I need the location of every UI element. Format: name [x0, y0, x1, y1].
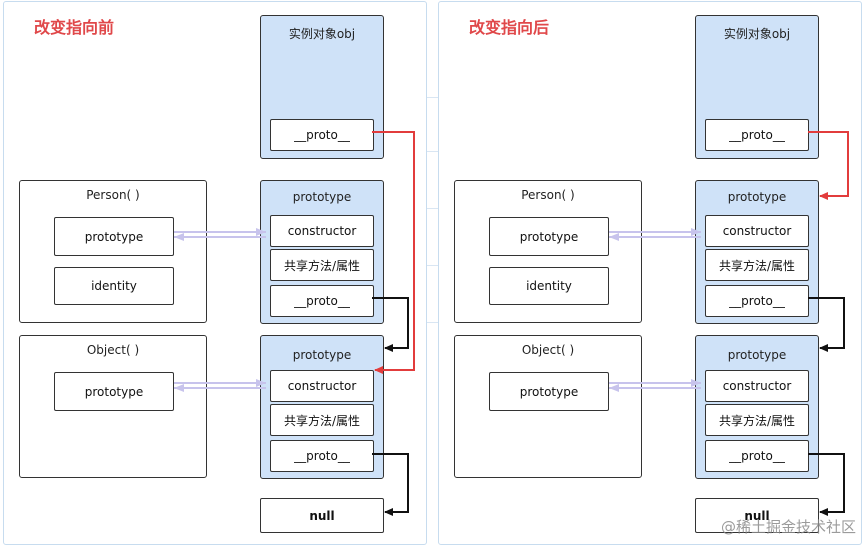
before-object-box: Object( ) prototype: [19, 335, 207, 478]
panel-separator-stub: [427, 151, 438, 152]
after-object-prototype-cell: prototype: [489, 372, 609, 411]
after-object-prototype-title: prototype: [727, 348, 787, 362]
before-op-shared-cell: 共享方法/属性: [270, 404, 374, 436]
before-pp-shared-cell: 共享方法/属性: [270, 249, 374, 281]
after-person-identity-cell: identity: [489, 267, 609, 305]
before-person-title: Person( ): [86, 188, 140, 202]
after-title: 改变指向后: [469, 18, 550, 37]
after-op-proto-cell: __proto__: [705, 440, 809, 472]
before-person-prototype-cell: prototype: [54, 217, 174, 256]
after-object-prototype-box: prototype constructor 共享方法/属性 __proto__: [695, 335, 819, 479]
before-person-prototype-box: prototype constructor 共享方法/属性 __proto__: [260, 180, 384, 324]
before-person-prototype-title: prototype: [292, 190, 352, 204]
before-title: 改变指向前: [34, 18, 115, 37]
after-person-prototype-title: prototype: [727, 190, 787, 204]
before-obj-box: 实例对象obj __proto__: [260, 15, 384, 159]
after-person-box: Person( ) prototype identity: [454, 180, 642, 323]
before-panel: 改变指向前 实例对象obj __proto__ Person( ) protot…: [3, 1, 427, 545]
after-op-shared-cell: 共享方法/属性: [705, 404, 809, 436]
after-null-box: null: [695, 498, 819, 533]
after-obj-box: 实例对象obj __proto__: [695, 15, 819, 159]
panel-separator-stub: [427, 265, 438, 266]
after-pp-shared-cell: 共享方法/属性: [705, 249, 809, 281]
panel-separator-stub: [427, 322, 438, 323]
before-object-prototype-cell: prototype: [54, 372, 174, 411]
before-op-constructor-cell: constructor: [270, 370, 374, 402]
after-panel: 改变指向后 实例对象obj __proto__ Person( ) protot…: [438, 1, 862, 545]
before-person-box: Person( ) prototype identity: [19, 180, 207, 323]
before-pp-constructor-cell: constructor: [270, 215, 374, 247]
after-object-box: Object( ) prototype: [454, 335, 642, 478]
after-null-label: null: [744, 508, 770, 523]
before-obj-title: 实例对象obj: [288, 27, 356, 41]
after-obj-proto-cell: __proto__: [705, 119, 809, 151]
panel-separator-stub: [427, 97, 438, 98]
before-null-label: null: [309, 508, 335, 523]
after-person-prototype-box: prototype constructor 共享方法/属性 __proto__: [695, 180, 819, 324]
after-person-prototype-cell: prototype: [489, 217, 609, 256]
before-null-box: null: [260, 498, 384, 533]
before-pp-proto-cell: __proto__: [270, 285, 374, 317]
before-object-title: Object( ): [86, 343, 140, 357]
after-op-constructor-cell: constructor: [705, 370, 809, 402]
before-person-identity-cell: identity: [54, 267, 174, 305]
panel-separator-stub: [427, 208, 438, 209]
after-person-title: Person( ): [521, 188, 575, 202]
watermark-text: @稀土掘金技术社区: [720, 518, 856, 536]
after-pp-constructor-cell: constructor: [705, 215, 809, 247]
before-object-prototype-box: prototype constructor 共享方法/属性 __proto__: [260, 335, 384, 479]
after-obj-title: 实例对象obj: [723, 27, 791, 41]
after-object-title: Object( ): [521, 343, 575, 357]
before-object-prototype-title: prototype: [292, 348, 352, 362]
before-obj-proto-cell: __proto__: [270, 119, 374, 151]
after-pp-proto-cell: __proto__: [705, 285, 809, 317]
before-op-proto-cell: __proto__: [270, 440, 374, 472]
